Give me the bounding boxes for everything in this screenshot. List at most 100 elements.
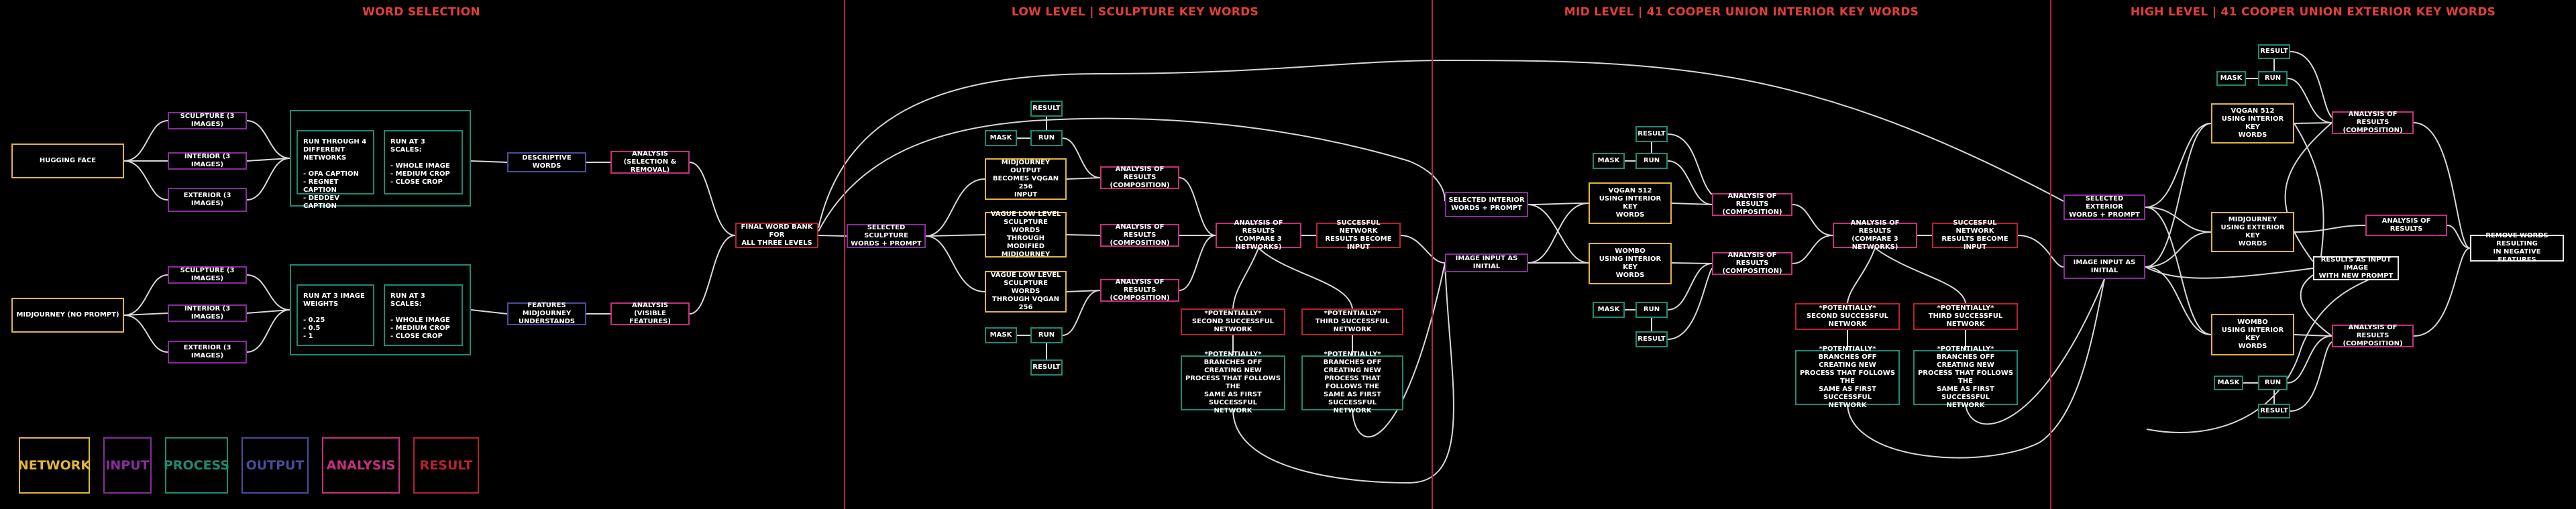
connector-line (2287, 78, 2332, 123)
connector-lines (123, 51, 2471, 484)
potential-second-network-node: *POTENTIALLY* SECOND SUCCESSFUL NETWORK (1795, 303, 1900, 330)
process-container-hugging-face (290, 110, 471, 207)
final-word-bank-node: FINAL WORD BANK FOR ALL THREE LEVELS (735, 223, 818, 248)
section-title-mid-level: MID LEVEL | 41 COOPER UNION INTERIOR KEY… (1564, 5, 1919, 19)
connector-line (1667, 160, 1713, 205)
connector-line (1847, 278, 2105, 459)
legend-analysis: ANALYSIS (322, 437, 400, 494)
exterior-images-node: EXTERIOR (3 IMAGES) (168, 188, 247, 212)
section-divider (2050, 0, 2051, 509)
connector-line (1792, 204, 1833, 236)
midjourney-output-vqgan-node: MIDJOURNEY OUTPUT BECOMES VQGAN 256 INPU… (985, 158, 1067, 200)
connector-line (2413, 247, 2471, 337)
connector-line (2145, 266, 2212, 335)
midjourney-no-prompt-node: MIDJOURNEY (NO PROMPT) (11, 298, 124, 333)
connector-line (1667, 133, 1713, 195)
run-node: RUN (1635, 153, 1668, 169)
potential-third-network-node: *POTENTIALLY* THIRD SUCCESSFUL NETWORK (1301, 308, 1403, 335)
result-node: RESULT (1030, 359, 1063, 376)
run-node: RUN (2258, 71, 2288, 86)
connector-line (689, 235, 736, 315)
connector-line (1671, 203, 1713, 205)
connector-line (246, 309, 290, 314)
remove-words-node: REMOVE WORDS RESULTING IN NEGATIVE FEATU… (2470, 232, 2564, 264)
process-container-midjourney (290, 264, 471, 355)
result-node: RESULT (2258, 404, 2290, 418)
mask-node: MASK (985, 327, 1017, 343)
analysis-composition-node: ANALYSIS OF RESULTS (COMPOSITION) (1712, 192, 1792, 216)
selected-exterior-words-node: SELECTED EXTERIOR WORDS + PROMPT (2063, 194, 2145, 220)
connector-line (818, 235, 847, 237)
connector-line (689, 162, 736, 236)
connector-line (818, 117, 1446, 232)
interior-images-node: INTERIOR (3 IMAGES) (168, 152, 247, 170)
connector-line (2145, 123, 2212, 208)
connector-line (123, 120, 168, 162)
connector-line (1062, 137, 1101, 178)
wombo-exterior-node: WOMBO USING INTERIOR KEY WORDS (2211, 314, 2294, 355)
connector-line (2294, 225, 2366, 233)
midjourney-exterior-node: MIDJOURNEY USING EXTERIOR KEY WORDS (2211, 212, 2294, 252)
legend-network: NETWORK (18, 437, 91, 494)
potential-branch-node: *POTENTIALLY* BRANCHES OFF CREATING NEW … (1795, 345, 1900, 409)
run-node: RUN (2258, 376, 2288, 390)
analysis-compare-networks-node: ANALYSIS OF RESULTS (COMPARE 3 NETWORKS) (1833, 219, 1917, 251)
connector-line (1847, 247, 1876, 304)
mask-node: MASK (1593, 153, 1625, 169)
connector-line (2146, 268, 2400, 433)
legend-input: INPUT (103, 437, 152, 494)
vague-vqgan-node: VAGUE LOW LEVEL SCULPTURE WORDS THROUGH … (985, 271, 1067, 313)
connector-line (2145, 123, 2212, 268)
exterior-images-node: EXTERIOR (3 IMAGES) (168, 341, 247, 363)
connector-line (1874, 247, 1966, 304)
mask-node: MASK (2214, 376, 2243, 390)
analysis-composition-node: ANALYSIS OF RESULTS (COMPOSITION) (1712, 251, 1792, 275)
results-as-input-node: RESULTS AS INPUT IMAGE WITH NEW PROMPT (2313, 256, 2399, 280)
connector-line (1258, 247, 1353, 309)
run-through-networks-node: RUN THROUGH 4 DIFFERENT NETWORKS - OFA C… (297, 130, 374, 210)
connector-line (2294, 123, 2324, 257)
mask-node: MASK (985, 130, 1017, 146)
connector-line (470, 309, 508, 315)
connector-line (2145, 231, 2212, 268)
connector-line (2145, 266, 2314, 279)
legend-process: PROCESS (164, 437, 229, 494)
connector-line (1066, 177, 1101, 180)
connector-line (2447, 225, 2471, 249)
descriptive-words-node: DESCRIPTIVE WORDS (507, 152, 586, 172)
selected-sculpture-words-node: SELECTED SCULPTURE WORDS + PROMPT (847, 224, 926, 248)
features-midjourney-node: FEATURES MIDJOURNEY UNDERSTANDS (507, 302, 586, 325)
connector-line (246, 309, 290, 353)
result-node: RESULT (2258, 44, 2290, 59)
connector-line (925, 234, 985, 237)
connector-line (1062, 290, 1101, 336)
analysis-composition-node: ANALYSIS OF RESULTS (COMPOSITION) (2332, 324, 2414, 347)
connector-line (1965, 278, 2105, 425)
analysis-compare-networks-node: ANALYSIS OF RESULTS (COMPARE 3 NETWORKS) (1216, 219, 1301, 251)
connector-line (123, 315, 168, 353)
mask-node: MASK (1593, 302, 1625, 318)
potential-branch-node: *POTENTIALLY* BRANCHES OFF CREATING NEW … (1181, 351, 1285, 414)
connector-line (925, 235, 985, 292)
sculpture-images-node: SCULPTURE (3 IMAGES) (168, 112, 247, 129)
connector-line (2294, 334, 2332, 337)
connector-line (2145, 207, 2212, 233)
analysis-selection-node: ANALYSIS (SELECTION & REMOVAL) (610, 150, 690, 174)
selected-interior-words-node: SELECTED INTERIOR WORDS + PROMPT (1445, 192, 1528, 217)
result-node: RESULT (1635, 126, 1668, 142)
connector-line (1667, 268, 1713, 340)
connector-line (246, 158, 290, 162)
run-at-scales-node: RUN AT 3 SCALES: - WHOLE IMAGE - MEDIUM … (384, 284, 463, 346)
image-input-initial-node: IMAGE INPUT AS INITIAL (2063, 255, 2145, 279)
section-divider (844, 0, 845, 509)
connector-line (123, 313, 168, 316)
connector-line (2287, 335, 2332, 384)
connector-line (2290, 341, 2332, 412)
connector-line (246, 274, 290, 310)
connector-line (1179, 235, 1216, 291)
connector-line (1527, 204, 1589, 264)
legend-output: OUTPUT (241, 437, 309, 494)
connector-line (123, 274, 168, 316)
connector-line (1352, 262, 1446, 438)
